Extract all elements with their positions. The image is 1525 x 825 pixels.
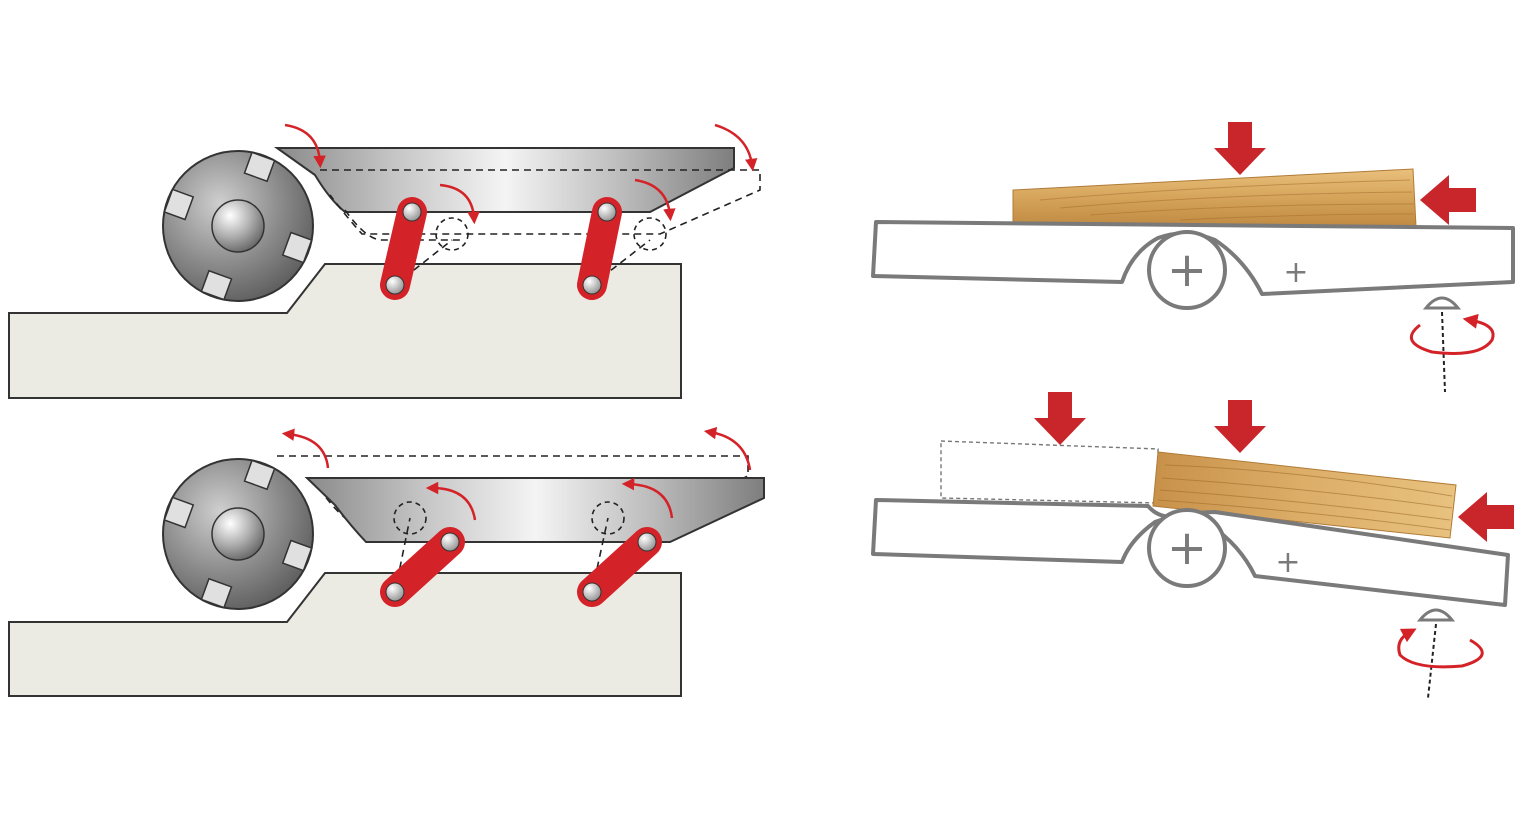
shifted-board [1152, 451, 1457, 539]
machine-base [8, 263, 682, 399]
arrow-down-right [1214, 400, 1266, 453]
link-arm-1 [380, 197, 427, 300]
motion-arrows [281, 426, 752, 521]
panel-planer-raise [8, 123, 761, 399]
table-pivot: + [1147, 508, 1227, 588]
pivot-symbol: + [1167, 242, 1207, 298]
cutter-head [162, 150, 314, 302]
pivot-symbol: + [1167, 520, 1207, 576]
ghost-board-outline [940, 440, 1159, 504]
panel-planer-lower [8, 426, 765, 697]
arrow-down-left [1034, 392, 1086, 445]
table-ghost-outline [320, 169, 761, 235]
table-steel [304, 477, 765, 543]
link-arm-1 [380, 527, 465, 607]
panel-wedge-workpiece: + + [871, 122, 1515, 393]
wood-grain [1039, 179, 1415, 221]
table-steel [273, 147, 735, 213]
cutter-knives [163, 459, 313, 609]
panel-shifted-workpiece: + + [871, 392, 1514, 699]
pivot-ghost-2 [591, 501, 625, 535]
adjusting-screw [1397, 608, 1484, 699]
arrow-left [1458, 492, 1514, 542]
pivot-ghost-2 [633, 217, 667, 251]
table-ghost-lower [344, 209, 460, 241]
pivot-ghost-1 [435, 217, 469, 251]
adjusting-screw [1409, 296, 1495, 393]
arrow-left [1420, 175, 1476, 225]
force-arrows [1034, 392, 1514, 542]
cutter-hub [211, 507, 265, 561]
cutter-head [162, 458, 314, 610]
cutter-hub [211, 199, 265, 253]
link-arm-2 [577, 527, 662, 607]
small-plus-mark: + [1275, 545, 1300, 580]
force-arrows [1214, 122, 1476, 225]
motion-arrows [284, 123, 758, 225]
cutter-knives [163, 151, 313, 301]
machine-base [8, 572, 682, 697]
pivot-ghost-1 [393, 501, 427, 535]
wood-grain [1157, 464, 1453, 531]
arrow-down [1214, 122, 1266, 175]
link-arm-2 [577, 197, 622, 300]
table-pivot: + [1147, 230, 1227, 310]
small-plus-mark: + [1283, 255, 1308, 290]
